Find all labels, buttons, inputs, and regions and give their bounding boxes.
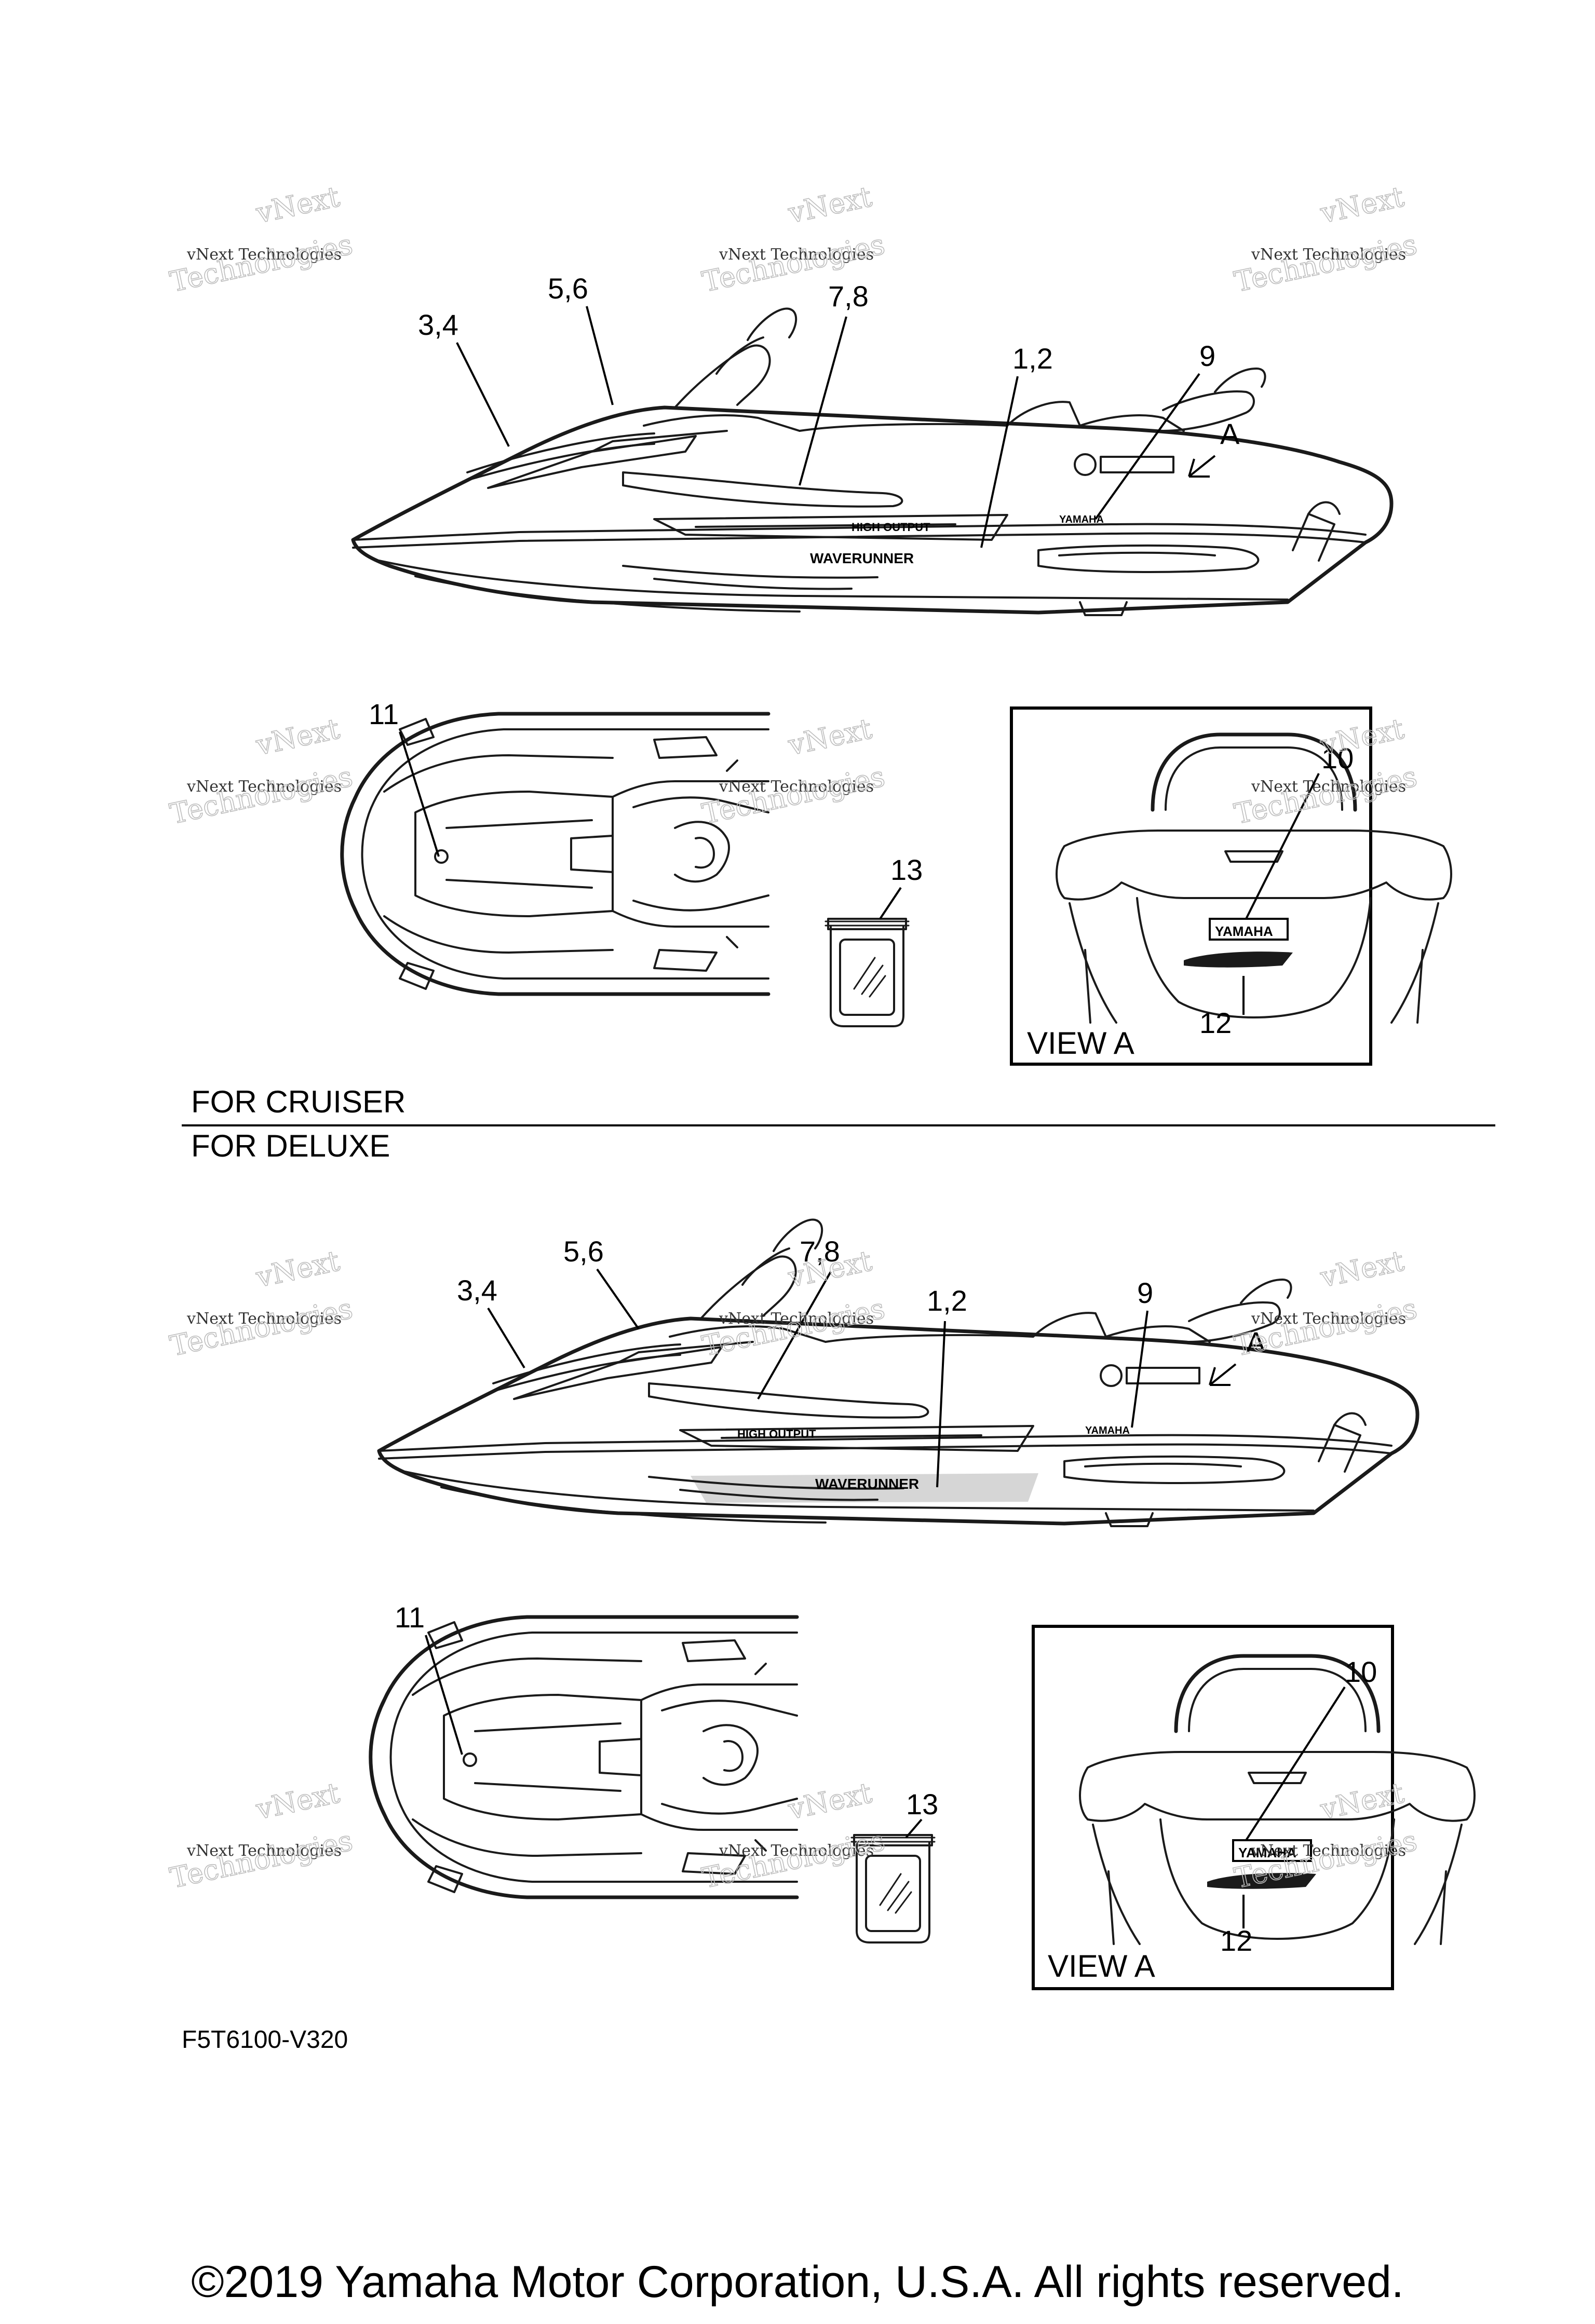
watermark-overlay: Technologies (167, 1292, 356, 1363)
watermark-text: vNext Technologies (719, 1310, 874, 1328)
callout-12: 12 (1220, 1924, 1252, 1957)
callout-1-2: 1,2 (1012, 342, 1053, 375)
watermark-text: vNext Technologies (1251, 1310, 1406, 1328)
watermark-text: vNext Technologies (186, 1310, 342, 1328)
watermark-text: vNext Technologies (186, 778, 342, 796)
section-title-cruiser: FOR CRUISER (191, 1084, 405, 1119)
callout-9: 9 (1137, 1276, 1153, 1309)
cruiser-view-a-box (1010, 706, 1372, 1066)
deluxe-callouts: 3,4 5,6 7,8 1,2 9 A (457, 1235, 1266, 1358)
cruiser-view-a-brand: YAMAHA (1215, 923, 1273, 939)
watermark-text: vNext Technologies (719, 246, 874, 264)
watermark-text: vNext Technologies (1251, 246, 1406, 264)
watermark-word: vNext (785, 712, 875, 762)
cruiser-output-decal-text: HIGH OUTPUT (851, 521, 930, 534)
watermark-overlay: Technologies (167, 228, 356, 298)
watermark-overlay: Technologies (699, 1824, 888, 1895)
watermark-word: vNext (1317, 1244, 1407, 1294)
callout-11: 11 (369, 698, 399, 730)
callout-13: 13 (906, 1788, 938, 1820)
callout-12: 12 (1199, 1007, 1232, 1039)
watermark-word: vNext (253, 1244, 343, 1294)
watermark-overlay: Technologies (167, 1824, 356, 1895)
callout-10: 10 (1321, 742, 1354, 774)
watermark-text: vNext Technologies (186, 1842, 342, 1860)
callout-13: 13 (890, 853, 923, 886)
callout-10: 10 (1345, 1655, 1377, 1688)
cruiser-callouts: 3,4 5,6 7,8 1,2 9 A (418, 272, 1240, 450)
callout-7-8: 7,8 (800, 1235, 840, 1268)
cruiser-window-decal (824, 918, 910, 1027)
section-title-deluxe: FOR DELUXE (191, 1129, 390, 1163)
callout-3-4: 3,4 (418, 308, 458, 341)
watermark-text: vNext Technologies (719, 1842, 874, 1860)
watermark-overlay: Technologies (699, 1292, 888, 1363)
watermark-word: vNext (785, 180, 875, 230)
cruiser-leader-lines (456, 306, 1216, 548)
figure-code: F5T6100-V320 (182, 2026, 348, 2054)
callout-9: 9 (1199, 339, 1215, 372)
callout-a: A (1246, 1326, 1266, 1358)
watermark-overlay: Technologies (1232, 228, 1420, 298)
deluxe-side-decals: WAVERUNNER HIGH OUTPUT YAMAHA (691, 1425, 1130, 1503)
watermark-text: vNext Technologies (1251, 1842, 1406, 1860)
watermark-text: vNext Technologies (1251, 778, 1406, 796)
deluxe-view-a-brand: YAMAHA (1238, 1845, 1296, 1860)
callout-3-4: 3,4 (457, 1274, 497, 1307)
deluxe-leader-lines (487, 1268, 1237, 1488)
callout-11: 11 (395, 1601, 425, 1634)
cruiser-side-view (353, 308, 1391, 615)
copyright-notice: ©2019 Yamaha Motor Corporation, U.S.A. A… (191, 2257, 1404, 2307)
watermark-word: vNext (253, 1776, 343, 1826)
watermark-word: vNext (253, 712, 343, 762)
watermark-word: vNext (1317, 180, 1407, 230)
watermark-overlay: Technologies (167, 760, 356, 831)
cruiser-bow-decal-text: YAMAHA (1059, 514, 1104, 525)
deluxe-side-decal-text: WAVERUNNER (815, 1476, 919, 1492)
cruiser-side-decals: WAVERUNNER HIGH OUTPUT YAMAHA (810, 514, 1104, 566)
cruiser-side-decal-text: WAVERUNNER (810, 550, 914, 566)
callout-5-6: 5,6 (548, 272, 588, 305)
deluxe-bow-decal-text: YAMAHA (1085, 1425, 1130, 1436)
cruiser-top-view (342, 714, 768, 994)
deluxe-output-decal-text: HIGH OUTPUT (737, 1428, 816, 1440)
cruiser-view-a-label: VIEW A (1027, 1026, 1134, 1061)
callout-1-2: 1,2 (927, 1284, 967, 1317)
callout-7-8: 7,8 (828, 280, 869, 312)
watermark-text: vNext Technologies (186, 246, 342, 264)
watermark-word: vNext (253, 180, 343, 230)
deluxe-view-a-label: VIEW A (1048, 1949, 1155, 1983)
watermark-text: vNext Technologies (719, 778, 874, 796)
watermark-word: vNext (785, 1776, 875, 1826)
callout-5-6: 5,6 (563, 1235, 604, 1268)
callout-a: A (1220, 417, 1240, 450)
